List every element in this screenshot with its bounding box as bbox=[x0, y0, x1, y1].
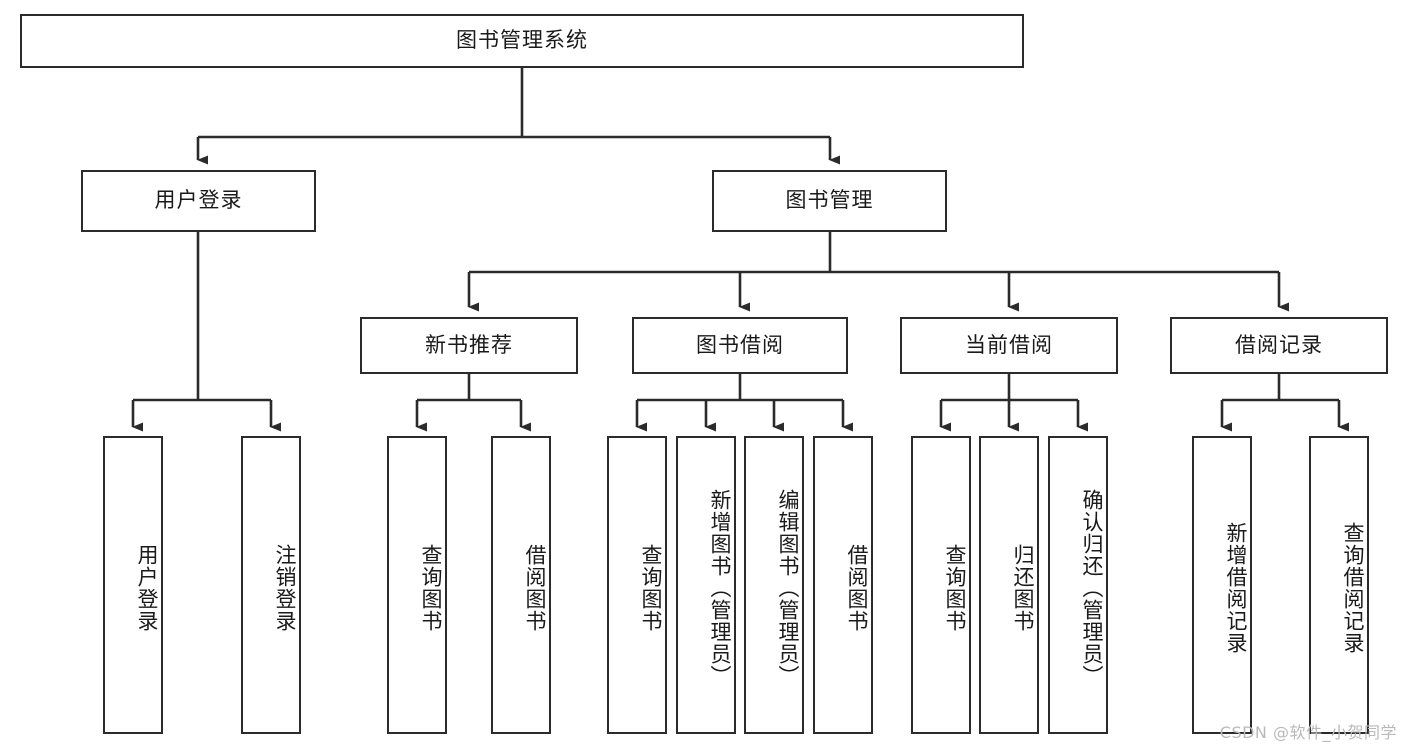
node-leaf-add-record-label: 新增借阅记录 bbox=[1224, 522, 1248, 654]
csdn-watermark: CSDN @软件_小贺同学 bbox=[1219, 723, 1397, 742]
node-leaf-logout-login[interactable]: 注销登录 bbox=[241, 436, 301, 734]
node-current-borrow[interactable]: 当前借阅 bbox=[900, 317, 1118, 374]
node-leaf-query-book-3[interactable]: 查询图书 bbox=[911, 436, 971, 734]
node-leaf-query-book-2[interactable]: 查询图书 bbox=[607, 436, 667, 734]
node-leaf-borrow-book-1-label: 借阅图书 bbox=[523, 544, 547, 632]
node-leaf-borrow-book-1[interactable]: 借阅图书 bbox=[491, 436, 551, 734]
node-user-login-label: 用户登录 bbox=[154, 188, 243, 213]
node-leaf-edit-book-label: 编辑图书（管理员） bbox=[776, 489, 800, 687]
node-leaf-user-login-label: 用户登录 bbox=[135, 544, 159, 632]
node-leaf-query-book-3-label: 查询图书 bbox=[943, 544, 967, 632]
node-borrow-record-label: 借阅记录 bbox=[1235, 332, 1323, 357]
node-root-book-management-system[interactable]: 图书管理系统 bbox=[20, 14, 1024, 68]
node-leaf-query-record-label: 查询借阅记录 bbox=[1341, 522, 1365, 654]
node-book-borrow[interactable]: 图书借阅 bbox=[632, 317, 848, 374]
node-leaf-query-book-1-label: 查询图书 bbox=[419, 544, 443, 632]
node-leaf-confirm-return-label: 确认归还（管理员） bbox=[1080, 489, 1104, 687]
node-new-book-recommend-label: 新书推荐 bbox=[425, 332, 513, 357]
node-leaf-add-book-label: 新增图书（管理员） bbox=[708, 489, 732, 687]
node-leaf-add-record[interactable]: 新增借阅记录 bbox=[1192, 436, 1252, 734]
node-leaf-query-record[interactable]: 查询借阅记录 bbox=[1309, 436, 1369, 734]
node-leaf-borrow-book-2-label: 借阅图书 bbox=[845, 544, 869, 632]
node-book-management-label: 图书管理 bbox=[785, 188, 874, 213]
node-book-management[interactable]: 图书管理 bbox=[712, 170, 947, 232]
node-book-borrow-label: 图书借阅 bbox=[696, 332, 784, 357]
node-user-login[interactable]: 用户登录 bbox=[81, 170, 316, 232]
node-borrow-record[interactable]: 借阅记录 bbox=[1170, 317, 1388, 374]
node-leaf-logout-login-label: 注销登录 bbox=[273, 544, 297, 632]
node-leaf-query-book-2-label: 查询图书 bbox=[639, 544, 663, 632]
node-leaf-add-book[interactable]: 新增图书（管理员） bbox=[676, 436, 736, 734]
node-leaf-return-book-label: 归还图书 bbox=[1011, 544, 1035, 632]
node-leaf-return-book[interactable]: 归还图书 bbox=[979, 436, 1039, 734]
node-leaf-confirm-return[interactable]: 确认归还（管理员） bbox=[1048, 436, 1108, 734]
node-leaf-borrow-book-2[interactable]: 借阅图书 bbox=[813, 436, 873, 734]
node-leaf-edit-book[interactable]: 编辑图书（管理员） bbox=[744, 436, 804, 734]
node-root-label: 图书管理系统 bbox=[456, 28, 588, 53]
node-current-borrow-label: 当前借阅 bbox=[965, 332, 1053, 357]
node-new-book-recommend[interactable]: 新书推荐 bbox=[360, 317, 578, 374]
node-leaf-query-book-1[interactable]: 查询图书 bbox=[387, 436, 447, 734]
node-leaf-user-login[interactable]: 用户登录 bbox=[103, 436, 163, 734]
